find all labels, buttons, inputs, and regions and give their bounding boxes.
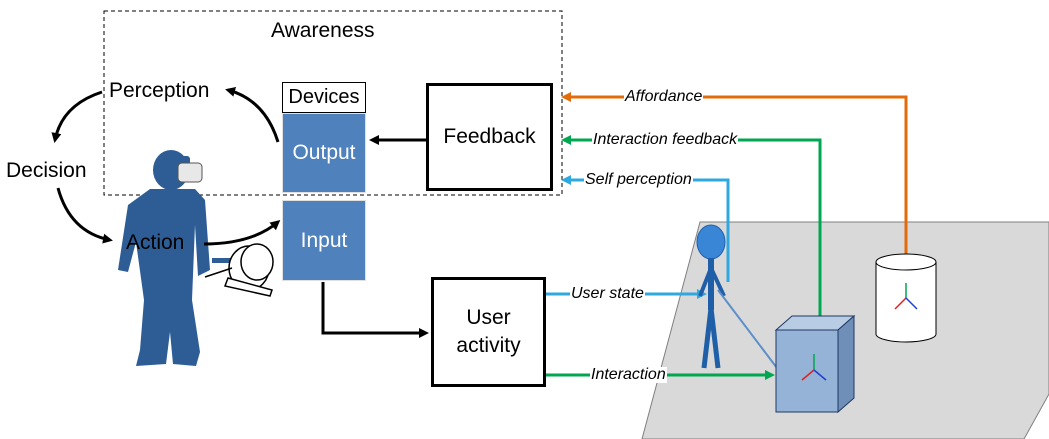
feedback-box: Feedback (426, 83, 553, 191)
action-to-input-arrow (203, 220, 281, 246)
user-state-label: User state (570, 285, 645, 302)
cylinder-axes-icon (894, 283, 918, 310)
input-to-user-activity-arrow (321, 282, 429, 338)
awareness-label: Awareness (271, 19, 375, 42)
output-to-perception-arrow (225, 87, 280, 143)
tracking-device-icon (204, 243, 274, 297)
output-device-box: Output (282, 113, 366, 193)
perception-label: Perception (109, 79, 210, 102)
user-activity-line2: activity (456, 334, 521, 357)
input-device-box: Input (282, 200, 366, 281)
user-activity-line1: User (466, 305, 511, 329)
vr-user-silhouette-icon (118, 150, 234, 366)
user-activity-box: User activity (431, 277, 546, 387)
decision-label: Decision (6, 159, 87, 182)
action-label: Action (126, 231, 185, 254)
interaction-label: Interaction (590, 366, 667, 383)
decision-to-action-arrow (56, 187, 113, 244)
cube-axes-icon (801, 354, 827, 381)
awareness-box (103, 10, 563, 196)
affordance-label: Affordance (624, 88, 704, 105)
devices-label: Devices (282, 82, 366, 113)
avatar-figure-icon (696, 224, 781, 373)
self-perception-label: Self perception (584, 171, 693, 188)
perception-to-decision-arrow (51, 90, 103, 143)
virtual-cylinder-object (875, 253, 937, 343)
interaction-feedback-label: Interaction feedback (592, 131, 739, 148)
virtual-cube-object (774, 314, 856, 414)
